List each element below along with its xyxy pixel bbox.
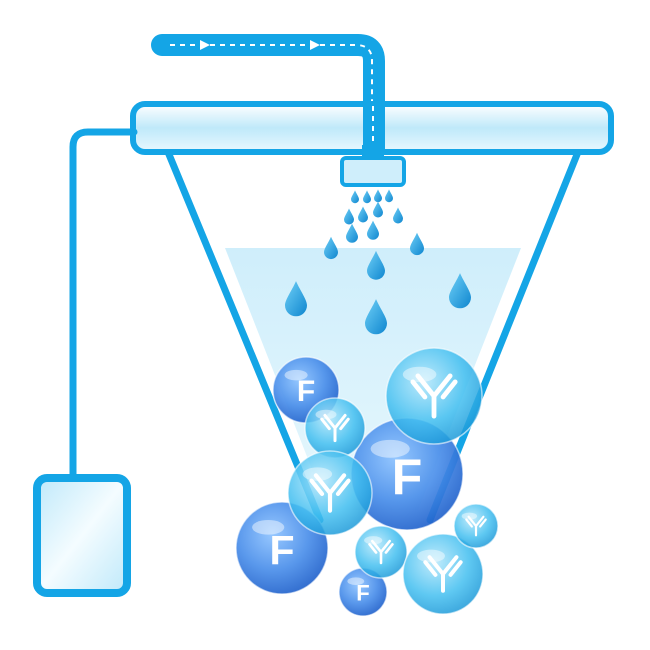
droplet-icon	[285, 281, 307, 317]
antibody-bubble	[453, 503, 499, 549]
droplet-icon	[346, 223, 358, 243]
droplet-icon	[393, 207, 403, 224]
spray-droplets	[285, 189, 471, 335]
spray-nozzle	[340, 145, 406, 187]
antibody-y-icon	[309, 473, 351, 513]
letter-f-label: F	[269, 527, 294, 573]
droplet-icon	[358, 206, 368, 223]
droplet-icon	[410, 232, 424, 256]
antibody-bubble	[402, 533, 484, 615]
antibody-bubble	[385, 347, 483, 445]
bubble-cluster: F F F F	[235, 347, 499, 617]
droplet-icon	[374, 189, 382, 203]
droplet-icon	[385, 189, 393, 203]
f-bubble: F	[350, 417, 464, 531]
drain-line	[69, 128, 138, 482]
droplet-icon	[367, 250, 385, 280]
antibody-y-icon	[465, 515, 487, 537]
antibody-y-icon	[410, 373, 458, 419]
flow-arrow-icon	[310, 40, 320, 50]
collection-box	[33, 474, 131, 597]
antibody-bubble	[287, 450, 373, 536]
droplet-icon	[363, 190, 371, 204]
antibody-y-icon	[320, 413, 350, 443]
droplet-icon	[449, 273, 471, 309]
droplet-icon	[365, 299, 387, 335]
droplet-icon	[373, 201, 383, 218]
droplet-icon	[344, 208, 354, 225]
letter-f-label: F	[392, 449, 423, 505]
droplet-icon	[351, 190, 359, 204]
letter-f-label: F	[356, 581, 369, 606]
antibody-y-icon	[368, 539, 394, 565]
flow-arrow-icon	[200, 40, 210, 50]
f-bubble: F	[338, 567, 388, 617]
droplet-icon	[367, 220, 379, 240]
droplet-icon	[324, 236, 338, 260]
antibody-bubble	[304, 397, 366, 459]
antibody-bubble	[354, 525, 408, 579]
letter-f-label: F	[297, 375, 315, 408]
antibody-y-icon	[423, 555, 463, 593]
